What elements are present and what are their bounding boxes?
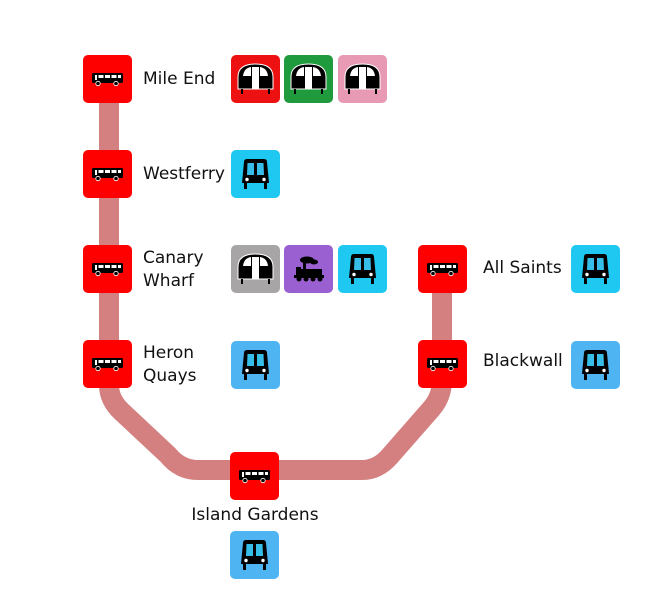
dlr-train-icon <box>349 254 376 284</box>
bus-icon <box>91 262 124 277</box>
dlr-train-icon <box>582 350 609 380</box>
bus-stop-canary-wharf[interactable] <box>83 245 132 293</box>
connection-tube-hammersmith-mile-end[interactable] <box>338 55 387 103</box>
steam-locomotive-icon <box>294 256 324 282</box>
stop-label-blackwall: Blackwall <box>483 351 563 371</box>
bus-stop-mile-end[interactable] <box>83 55 132 103</box>
connection-dlr-all-saints[interactable] <box>571 245 620 293</box>
bus-stop-blackwall[interactable] <box>418 340 467 388</box>
connection-dlr-westferry[interactable] <box>231 150 280 198</box>
stop-label-westferry: Westferry <box>143 164 225 184</box>
tube-train-icon <box>237 63 274 95</box>
bus-icon <box>91 72 124 87</box>
connection-tube-central-mile-end[interactable] <box>231 55 280 103</box>
tube-train-icon <box>344 63 381 95</box>
bus-icon <box>426 262 459 277</box>
connection-tube-district-mile-end[interactable] <box>284 55 333 103</box>
connection-dlr-heron-quays[interactable] <box>231 341 280 389</box>
bus-stop-island-gardens[interactable] <box>230 452 279 500</box>
bus-stop-all-saints[interactable] <box>418 245 467 293</box>
bus-icon <box>91 167 124 182</box>
bus-icon <box>238 469 271 484</box>
bus-stop-westferry[interactable] <box>83 150 132 198</box>
stop-label-mile-end: Mile End <box>143 69 216 89</box>
stop-label-island-gardens: Island Gardens <box>191 505 319 525</box>
bus-icon <box>91 357 124 372</box>
dlr-train-icon <box>242 159 269 189</box>
bus-icon <box>426 357 459 372</box>
connection-dlr-blackwall[interactable] <box>571 341 620 389</box>
tube-train-icon <box>290 63 327 95</box>
connection-dlr-island-gardens[interactable] <box>230 531 279 579</box>
connection-tube-jubilee-canary-wharf[interactable] <box>231 245 280 293</box>
route-path <box>99 80 452 480</box>
stop-label-all-saints: All Saints <box>483 258 562 278</box>
connection-dlr-canary-wharf[interactable] <box>338 245 387 293</box>
dlr-train-icon <box>241 540 268 570</box>
tube-train-icon <box>237 253 274 285</box>
connection-rail-canary-wharf[interactable] <box>284 245 333 293</box>
dlr-train-icon <box>242 350 269 380</box>
bus-stop-heron-quays[interactable] <box>83 340 132 388</box>
dlr-train-icon <box>582 254 609 284</box>
